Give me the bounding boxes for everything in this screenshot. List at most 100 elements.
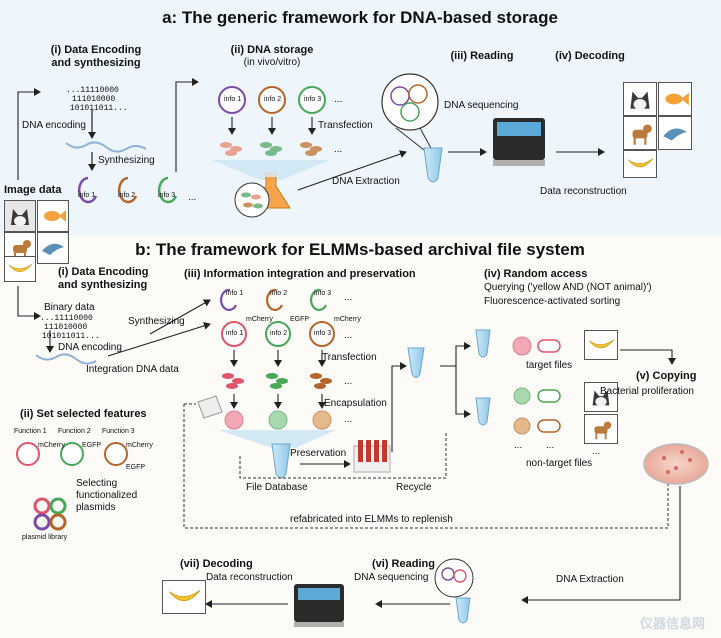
panel-a-title: a: The generic framework for DNA-based s… bbox=[162, 8, 558, 27]
a-dna-encoding: DNA encoding bbox=[22, 120, 86, 131]
arrow-dna-extraction-a bbox=[297, 150, 407, 191]
decoded-dog-icon bbox=[623, 116, 657, 150]
query-tube-icon bbox=[407, 347, 425, 378]
a-info2-frag: info 2 bbox=[118, 192, 136, 199]
a-info1-frag: info 1 bbox=[78, 192, 96, 199]
b-recycle: Recycle bbox=[396, 482, 432, 493]
b-info1-plasmid: info 1 bbox=[226, 330, 244, 337]
a-ellipsis-3: ... bbox=[188, 192, 197, 203]
b-dna-encoding: DNA encoding bbox=[58, 342, 122, 353]
goldfish-icon bbox=[37, 200, 69, 232]
arrow-to-nontarget bbox=[455, 366, 471, 418]
a-image-data: Image data bbox=[4, 184, 62, 196]
b-target-files: target files bbox=[526, 360, 573, 371]
transfection-arrows-a bbox=[228, 117, 316, 135]
pooling-funnel bbox=[218, 430, 336, 448]
arrow-image-to-binary-b bbox=[17, 286, 41, 320]
b-step1-title2: and synthesizing bbox=[58, 279, 148, 291]
a-step2-sub: (in vivo/vitro) bbox=[243, 57, 301, 68]
nontarget-cat-icon bbox=[584, 382, 618, 412]
b-info1: info 1 bbox=[226, 290, 244, 297]
b-ellipsis-nt3: ... bbox=[592, 446, 601, 457]
b-step4-title: (iv) Random access bbox=[484, 268, 588, 280]
b-functionalized: functionalized bbox=[76, 490, 138, 501]
encapsulation-arrows-b bbox=[230, 394, 326, 409]
arrow-to-target bbox=[440, 342, 471, 367]
target-plasmid bbox=[537, 339, 561, 353]
b-egfp-2: EGFP bbox=[126, 464, 146, 471]
a-info2: info 2 bbox=[264, 96, 282, 103]
a-step4-title: (iv) Decoding bbox=[555, 50, 625, 62]
b-plasmid-library: plasmid library bbox=[22, 534, 68, 541]
b-selecting: Selecting bbox=[76, 478, 118, 489]
zoom-line bbox=[419, 127, 433, 151]
b-preservation: Preservation bbox=[290, 448, 347, 459]
b-function3: Function 3 bbox=[102, 428, 135, 435]
arrow-dna-extraction-b bbox=[521, 486, 681, 604]
microcapsule-icons bbox=[224, 410, 332, 430]
dna-strand-b-icon bbox=[35, 353, 97, 365]
arrow-integration-b bbox=[107, 321, 211, 357]
a-step1-title2: and synthesizing bbox=[51, 57, 141, 69]
file-database-tube-icon bbox=[271, 443, 291, 479]
b-querying: Querying ('yellow AND (NOT animal)') bbox=[484, 282, 652, 293]
plasmid-icons-a bbox=[218, 86, 326, 114]
b-transfection: Transfection bbox=[322, 352, 377, 363]
b-step2-title: (ii) Set selected features bbox=[20, 408, 147, 420]
b-dna-extraction: DNA Extraction bbox=[556, 574, 624, 585]
b-binary-2: 111010000 bbox=[44, 323, 88, 332]
reading-tube-b-icon bbox=[455, 597, 471, 624]
b-facs: Fluorescence-activated sorting bbox=[484, 296, 621, 307]
function-plasmid-icons bbox=[16, 442, 128, 466]
b-refabricated: refabricated into ELMMs to replenish bbox=[290, 514, 453, 525]
mixing-funnel bbox=[212, 160, 330, 180]
a-dna-sequencing: DNA sequencing bbox=[444, 100, 519, 111]
plasmid-reading-icon bbox=[441, 567, 467, 583]
a-ellipsis-2: ... bbox=[334, 144, 343, 155]
plasmid-mix-icon bbox=[390, 84, 428, 122]
a-binary-3: 101011011... bbox=[70, 104, 128, 113]
target-tube-icon bbox=[475, 329, 491, 426]
b-step5-title: (v) Copying bbox=[636, 370, 697, 382]
dna-strand-icon bbox=[65, 141, 147, 153]
a-step2-title: (ii) DNA storage bbox=[230, 44, 314, 56]
b-info3: info 3 bbox=[314, 290, 332, 297]
panel-b-title: b: The framework for ELMMs-based archiva… bbox=[135, 240, 585, 259]
b-function1: Function 1 bbox=[14, 428, 47, 435]
bacteria-zoom-circle bbox=[234, 182, 270, 218]
arrow-synthesizing-b bbox=[149, 299, 211, 335]
b-ellipsis-3: ... bbox=[344, 376, 353, 387]
target-banana-icon bbox=[584, 330, 618, 360]
microfluidic-chip-icon bbox=[197, 395, 223, 419]
a-synthesizing: Synthesizing bbox=[98, 155, 155, 166]
b-plasmids: plasmids bbox=[76, 502, 116, 513]
recycle-dashed-line bbox=[239, 432, 447, 479]
b-ellipsis-nt1: ... bbox=[514, 440, 523, 451]
b-function2: Function 2 bbox=[58, 428, 91, 435]
b-step1-title: (i) Data Encoding bbox=[58, 266, 149, 278]
final-banana-icon bbox=[162, 580, 206, 614]
b-synthesizing: Synthesizing bbox=[128, 316, 185, 327]
a-ellipsis-1: ... bbox=[334, 94, 343, 105]
b-ellipsis-2: ... bbox=[344, 330, 353, 341]
mixed-bacteria-icon bbox=[241, 192, 263, 209]
b-mcherry-1: mCherry bbox=[38, 442, 65, 449]
a-binary-2: 111010000 bbox=[72, 95, 116, 104]
transfection-arrows-b bbox=[230, 350, 326, 367]
arrow-to-storage bbox=[175, 78, 199, 172]
b-non-target-files: non-target files bbox=[526, 458, 593, 469]
b-encapsulation: Encapsulation bbox=[324, 398, 387, 409]
b-step6-title: (vi) Reading bbox=[372, 558, 435, 570]
watermark: 仪器信息网 bbox=[640, 617, 706, 632]
a-binary-1: ...11110000 bbox=[66, 86, 119, 95]
b-ellipsis-nt2: ... bbox=[546, 440, 555, 451]
a-info3-frag: info 3 bbox=[158, 192, 176, 199]
arrow-to-copying bbox=[620, 349, 676, 365]
a-data-reconstruction: Data reconstruction bbox=[540, 186, 627, 197]
b-integration-dna: Integration DNA data bbox=[86, 364, 179, 375]
bacteria-icons-b bbox=[222, 373, 332, 389]
plasmid-library-icon bbox=[33, 497, 67, 531]
decoded-goldfish-icon bbox=[658, 82, 692, 116]
